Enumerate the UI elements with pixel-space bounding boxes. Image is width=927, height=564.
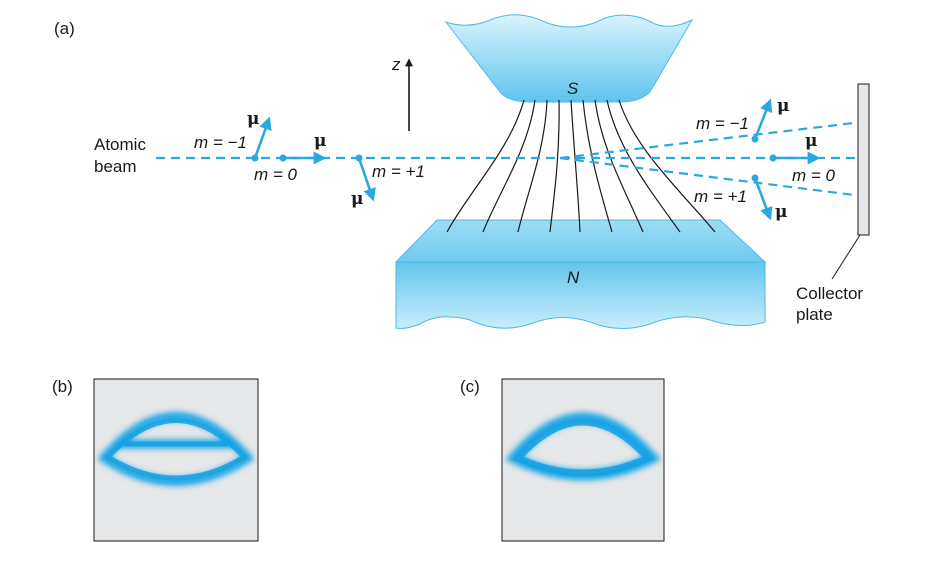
collector-plate: [857, 83, 870, 236]
pole-n-label: N: [567, 268, 580, 287]
mu-left-minus: μ: [247, 109, 259, 129]
pattern-b-core: [104, 418, 248, 481]
mu-left-plus: μ: [351, 189, 363, 209]
atomic-beam-label-2: beam: [94, 157, 137, 176]
mu-right-zero: μ: [805, 131, 817, 151]
panel-b-label: (b): [52, 377, 73, 396]
moment-arrows-right: [753, 98, 821, 221]
m-minus-right-label: m = −1: [696, 114, 749, 133]
pattern-b-box: [93, 378, 259, 542]
field-lines: [446, 99, 716, 233]
collector-leader: [831, 234, 861, 280]
moment-dots-right: [751, 135, 777, 182]
pole-s-label: S: [567, 79, 579, 98]
collector-label-1: Collector: [796, 284, 863, 303]
m-zero-right-label: m = 0: [792, 166, 836, 185]
atomic-beam-label-1: Atomic: [94, 135, 146, 154]
mu-right-minus: μ: [777, 96, 789, 116]
z-axis-label: z: [391, 55, 401, 74]
pattern-c-core: [512, 418, 654, 477]
m-minus-left-label: m = −1: [194, 133, 247, 152]
magnet-north-pole: [395, 261, 766, 329]
m-plus-left-label: m = +1: [372, 162, 425, 181]
atomic-beam: [156, 120, 863, 198]
mu-left-zero: μ: [314, 131, 326, 151]
m-plus-right-label: m = +1: [694, 187, 747, 206]
moment-arrows-left: [253, 116, 376, 202]
m-zero-left-label: m = 0: [254, 165, 298, 184]
mu-right-plus: μ: [775, 202, 787, 222]
moment-dots-left: [251, 154, 363, 162]
collector-label-2: plate: [796, 305, 833, 324]
panel-a-label: (a): [54, 19, 75, 38]
panel-c-label: (c): [460, 377, 480, 396]
